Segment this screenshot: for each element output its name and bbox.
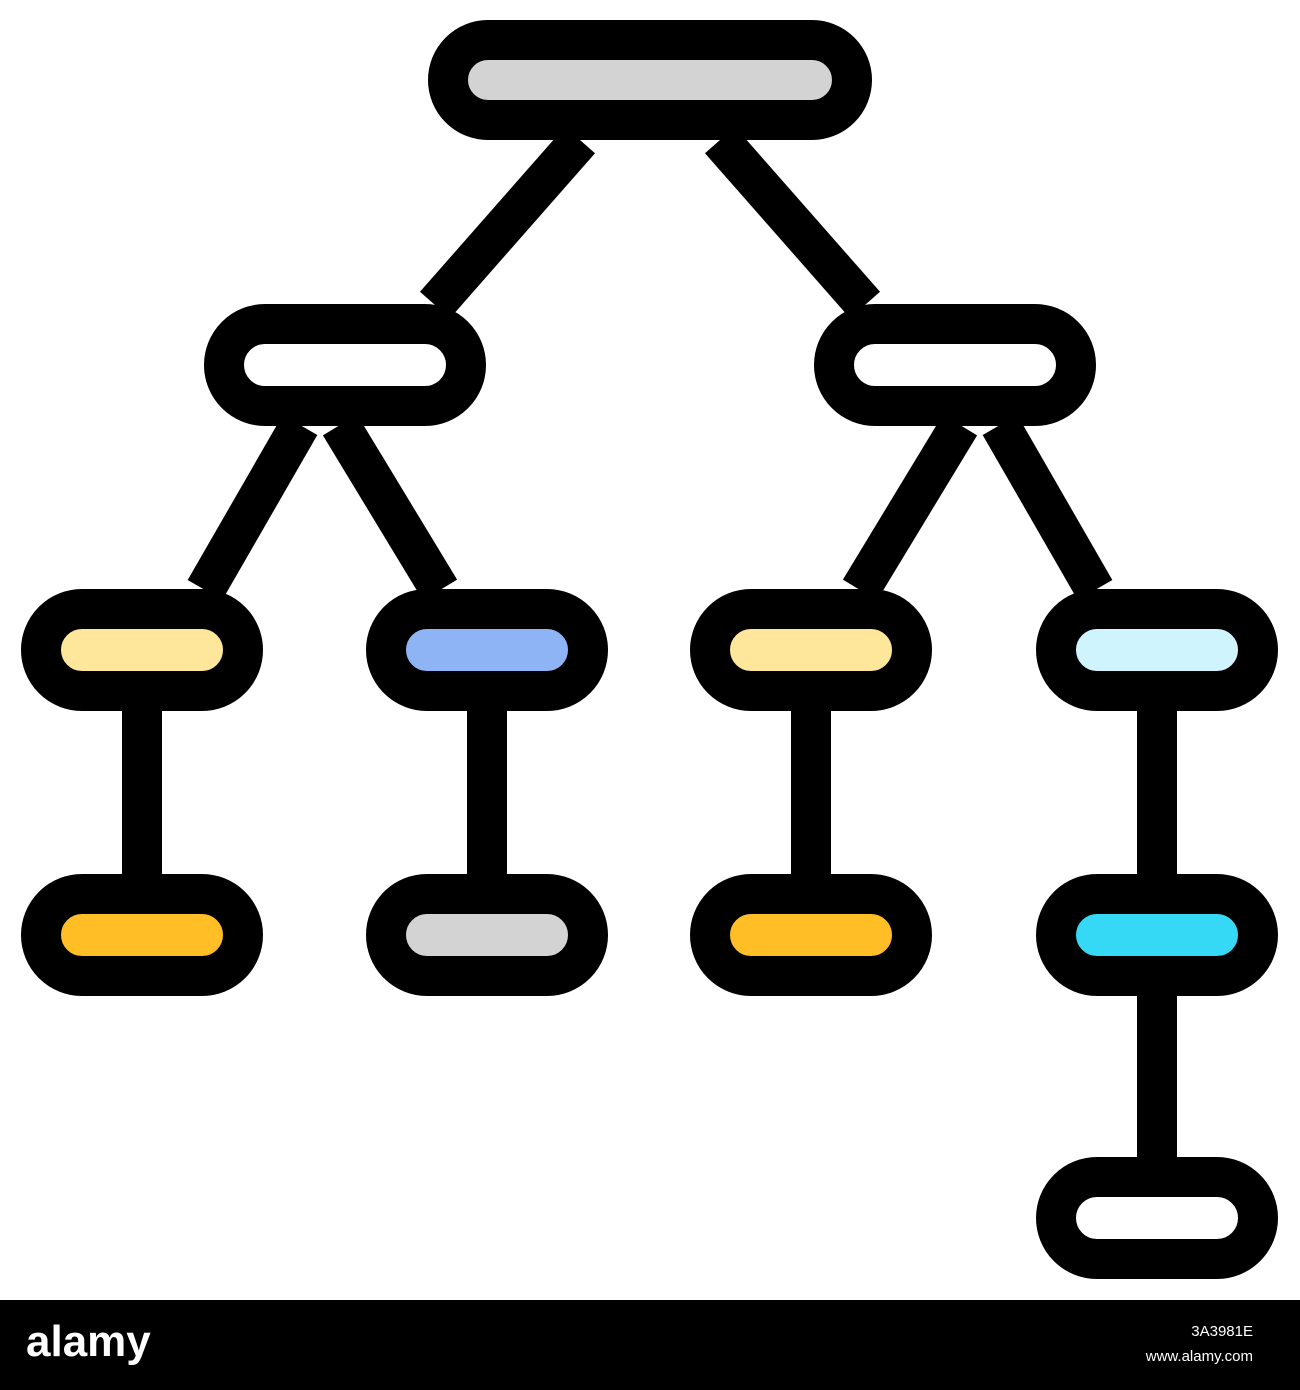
alamy-logo-text: alamy [26, 1317, 151, 1366]
connector-level1-right-to-level2-c [842, 414, 978, 601]
node-level3-b [366, 874, 608, 996]
node-level2-b [366, 589, 608, 711]
image-id-label: 3A3981E [1191, 1323, 1253, 1340]
connector-level1-left-to-level2-b [322, 414, 458, 601]
site-url-label: www.alamy.com [1145, 1348, 1253, 1365]
node-level3-a [21, 874, 263, 996]
node-level2-d [1036, 589, 1278, 711]
node-root [428, 20, 872, 140]
node-level3-d [1036, 874, 1278, 996]
node-level2-a [21, 589, 263, 711]
connector-root-to-level1-left [419, 126, 596, 319]
node-level1-right [814, 304, 1096, 426]
node-level4-d [1036, 1157, 1278, 1279]
alamy-logo: alamy [26, 1317, 151, 1366]
watermark-banner: alamy 3A3981E www.alamy.com [0, 1300, 1300, 1390]
connector-level1-right-to-level2-d [982, 415, 1113, 600]
node-level2-c [690, 589, 932, 711]
tree-connectors [122, 126, 1177, 1158]
node-level3-c [690, 874, 932, 996]
node-level1-left [204, 304, 486, 426]
hierarchy-tree-icon [21, 20, 1278, 1279]
connector-root-to-level1-right [704, 126, 881, 319]
tree-nodes [21, 20, 1278, 1279]
connector-level1-left-to-level2-a [187, 415, 318, 600]
